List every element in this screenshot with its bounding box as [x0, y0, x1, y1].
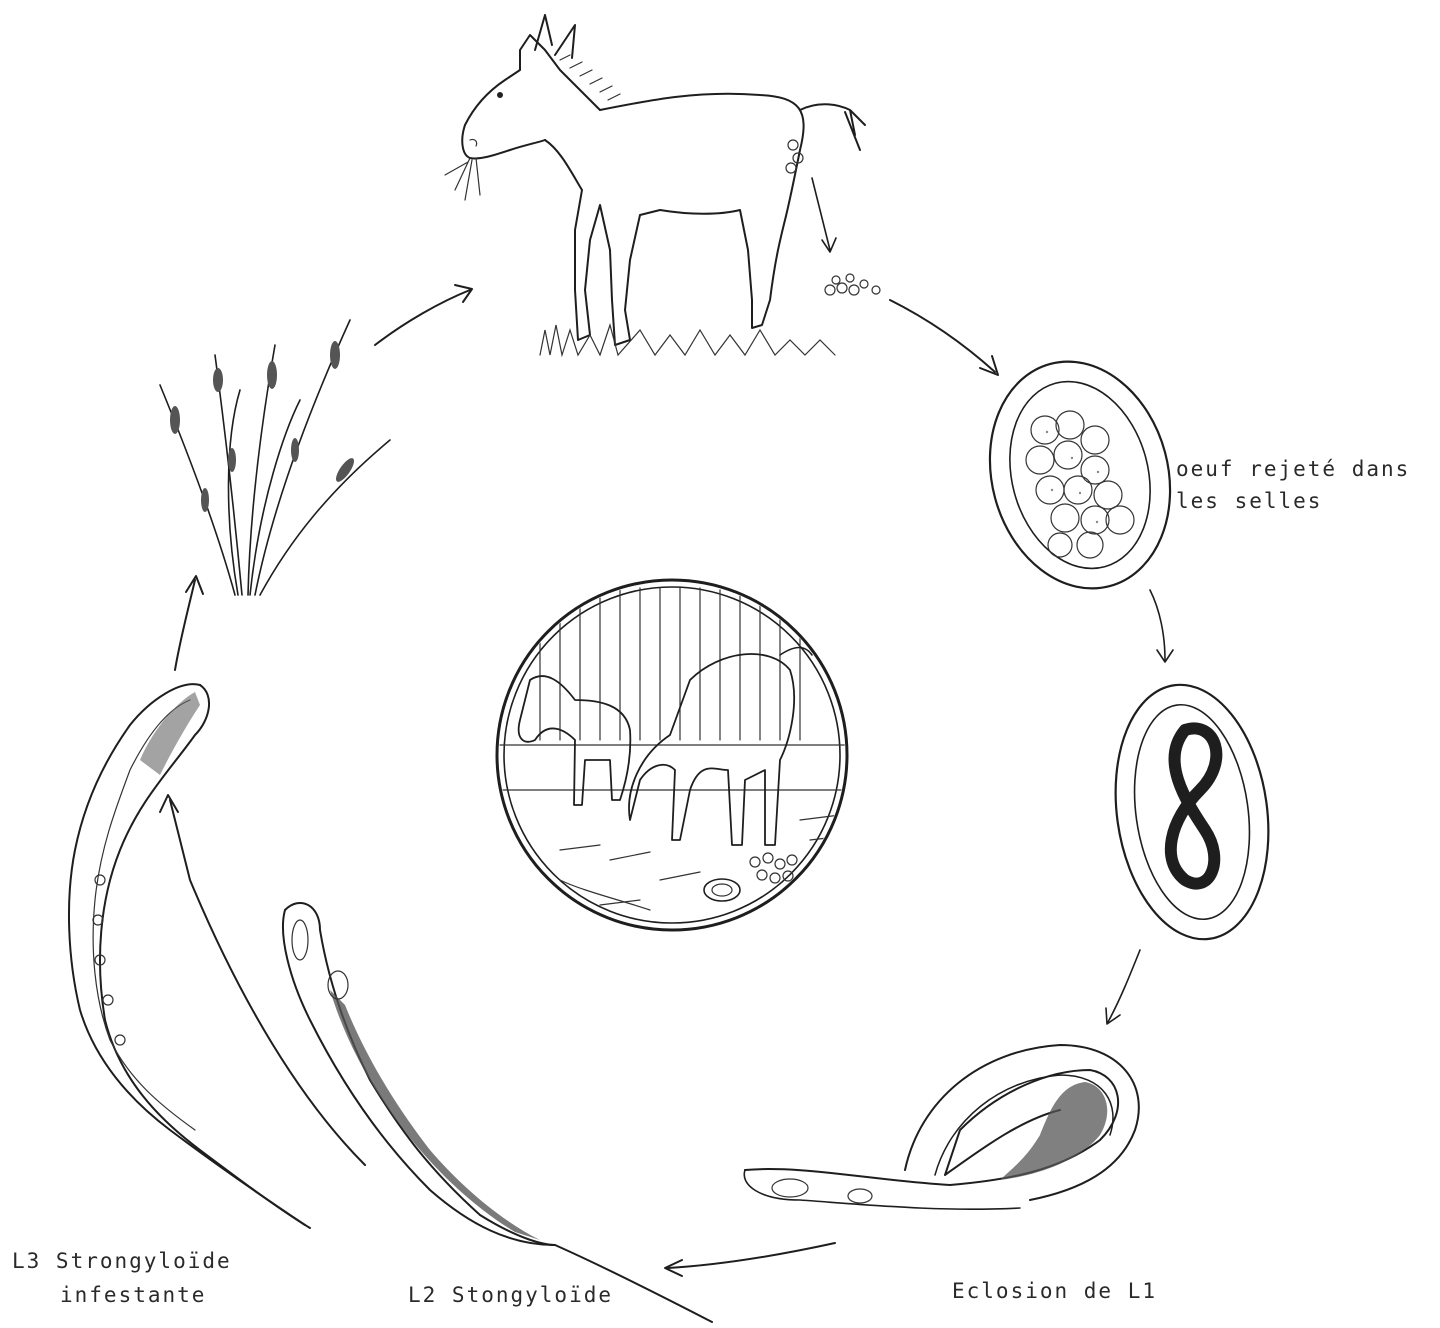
donkey-illustration — [445, 15, 880, 355]
arrow-to-grass — [175, 576, 203, 670]
dung-pile — [825, 274, 880, 295]
egg-morula-illustration — [965, 341, 1195, 609]
label-l3-line1: L3 Strongyloïde — [12, 1249, 232, 1273]
label-egg-line2: les selles — [1176, 489, 1322, 513]
label-l3-line2: infestante — [60, 1283, 206, 1307]
arrow-to-egg — [890, 300, 998, 375]
label-l1: Eclosion de L1 — [952, 1279, 1157, 1303]
arrow-to-embryonated-egg — [1150, 590, 1173, 662]
l3-larva-illustration — [69, 684, 310, 1228]
l2-larva-illustration — [283, 903, 712, 1322]
arrow-to-l3 — [160, 795, 365, 1165]
arrow-to-l1 — [1106, 950, 1140, 1024]
label-egg-line1: oeuf rejeté dans — [1176, 457, 1410, 481]
label-l2: L2 Stongyloïde — [408, 1283, 613, 1307]
embryonated-egg-illustration — [1100, 675, 1284, 949]
l1-hatching-illustration — [744, 1045, 1139, 1209]
grass-with-larvae-illustration — [160, 320, 390, 595]
stable-scene-illustration — [497, 580, 850, 930]
arrow-to-donkey — [375, 285, 472, 345]
arrow-to-l2 — [665, 1243, 835, 1276]
